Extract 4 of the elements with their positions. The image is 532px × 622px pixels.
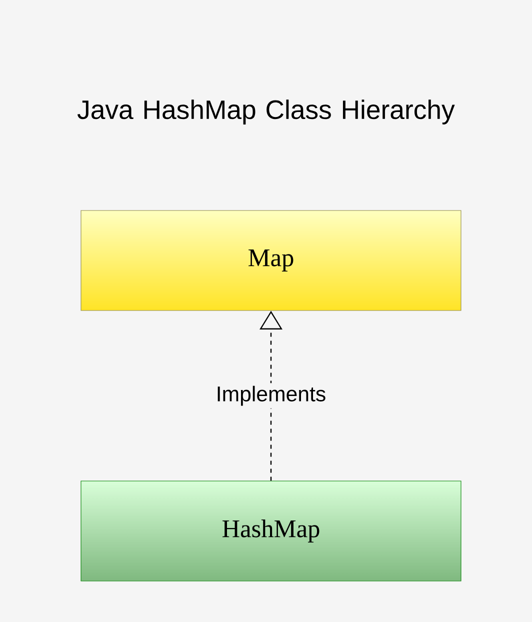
diagram-title: Java HashMap Class Hierarchy xyxy=(77,100,455,124)
class-box: Map xyxy=(80,210,462,311)
edge-label: Implements xyxy=(218,386,326,406)
class-box: HashMap xyxy=(80,480,462,582)
